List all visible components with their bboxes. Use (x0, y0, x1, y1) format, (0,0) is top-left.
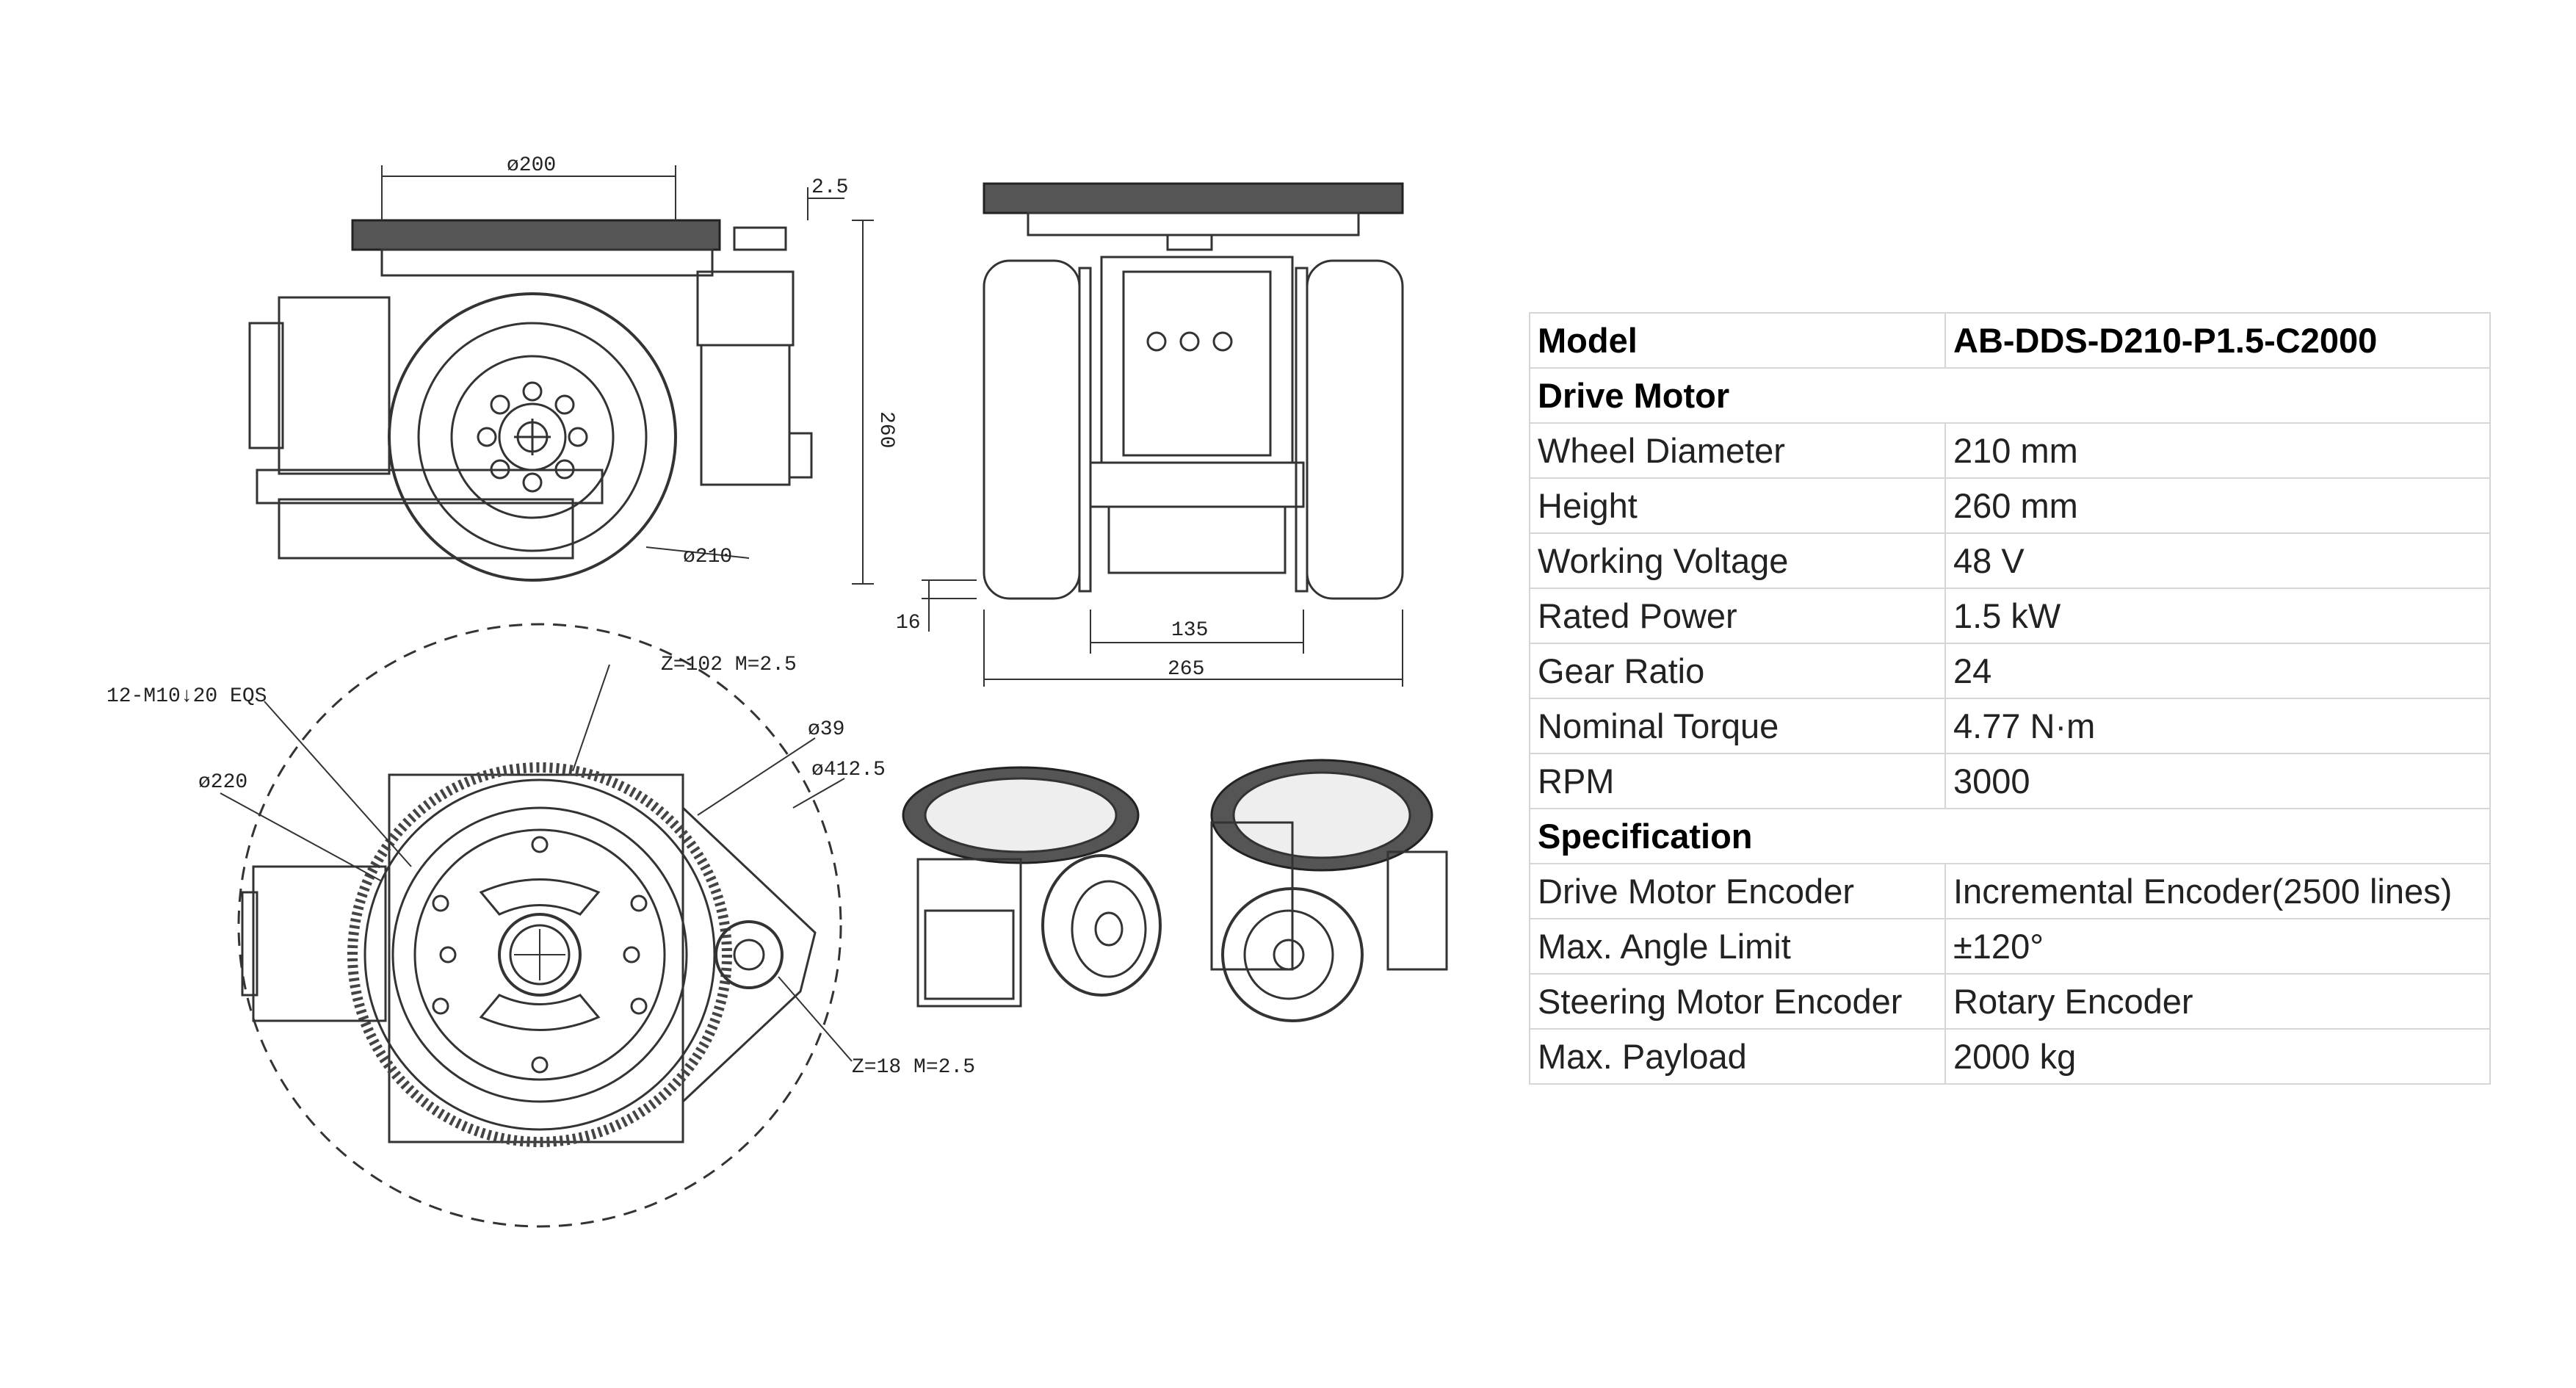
section-label: Drive Motor (1529, 367, 2491, 424)
row-label: Max. Payload (1529, 1028, 1946, 1085)
side-view-drawing (248, 165, 874, 585)
model-label: Model (1529, 312, 1946, 369)
row-value: 48 V (1944, 532, 2491, 589)
dim-total-width: 265 (1168, 658, 1204, 681)
top-view-drawing (220, 623, 853, 1228)
row-label: Rated Power (1529, 588, 1946, 644)
table-row: Height 260 mm (1529, 477, 2491, 534)
row-label: Wheel Diameter (1529, 422, 1946, 479)
isometric-view-left (902, 766, 1162, 1008)
dim-clearance: 16 (896, 612, 921, 635)
table-row-model: Model AB-DDS-D210-P1.5-C2000 (1529, 312, 2491, 369)
section-row-drive-motor: Drive Motor (1529, 367, 2491, 424)
row-value: 2000 kg (1944, 1028, 2491, 1085)
row-value: 24 (1944, 643, 2491, 699)
dim-gear-diameter: ø200 (507, 154, 556, 177)
row-value: 4.77 N·m (1944, 698, 2491, 754)
spec-table: Model AB-DDS-D210-P1.5-C2000 Drive Motor… (1529, 312, 2491, 1085)
row-value: 210 mm (1944, 422, 2491, 479)
technical-drawings: ø200 2.5 260 ø210 16 135 265 Z=102 M=2.5… (106, 154, 1448, 1228)
table-row: Steering Motor Encoder Rotary Encoder (1529, 973, 2491, 1030)
table-row: Wheel Diameter 210 mm (1529, 422, 2491, 479)
dim-height: 260 (875, 411, 897, 448)
row-value: 260 mm (1944, 477, 2491, 534)
section-row-specification: Specification (1529, 808, 2491, 864)
dim-offset: 2.5 (811, 176, 848, 199)
dim-bolt-holes: 12-M10↓20 EQS (106, 685, 267, 708)
dim-ring-gear: Z=102 M=2.5 (661, 654, 797, 676)
model-value: AB-DDS-D210-P1.5-C2000 (1944, 312, 2491, 369)
row-label: Drive Motor Encoder (1529, 863, 1946, 919)
row-label: Max. Angle Limit (1529, 918, 1946, 975)
isometric-view-right (1210, 759, 1448, 1022)
table-row: Drive Motor Encoder Incremental Encoder(… (1529, 863, 2491, 919)
section-label: Specification (1529, 808, 2491, 864)
row-value: Incremental Encoder(2500 lines) (1944, 863, 2491, 919)
row-value: ±120° (1944, 918, 2491, 975)
table-row: Rated Power 1.5 kW (1529, 588, 2491, 644)
row-label: Height (1529, 477, 1946, 534)
dim-bolt-circle: ø220 (198, 771, 247, 794)
dim-pinion-dia: ø39 (808, 718, 844, 741)
row-label: Gear Ratio (1529, 643, 1946, 699)
dim-pinion-gear: Z=18 M=2.5 (852, 1056, 975, 1079)
front-view-drawing (922, 182, 1404, 687)
row-value: Rotary Encoder (1944, 973, 2491, 1030)
table-row: Gear Ratio 24 (1529, 643, 2491, 699)
row-value: 1.5 kW (1944, 588, 2491, 644)
table-row: Max. Angle Limit ±120° (1529, 918, 2491, 975)
dim-inner-width: 135 (1171, 619, 1208, 642)
row-label: Nominal Torque (1529, 698, 1946, 754)
table-row: Nominal Torque 4.77 N·m (1529, 698, 2491, 754)
row-label: Working Voltage (1529, 532, 1946, 589)
row-label: Steering Motor Encoder (1529, 973, 1946, 1030)
table-row: Working Voltage 48 V (1529, 532, 2491, 589)
row-label: RPM (1529, 753, 1946, 809)
dim-wheel-diameter: ø210 (683, 546, 732, 568)
table-row: Max. Payload 2000 kg (1529, 1028, 2491, 1085)
table-row: RPM 3000 (1529, 753, 2491, 809)
dim-swing-dia: ø412.5 (811, 759, 886, 781)
row-value: 3000 (1944, 753, 2491, 809)
